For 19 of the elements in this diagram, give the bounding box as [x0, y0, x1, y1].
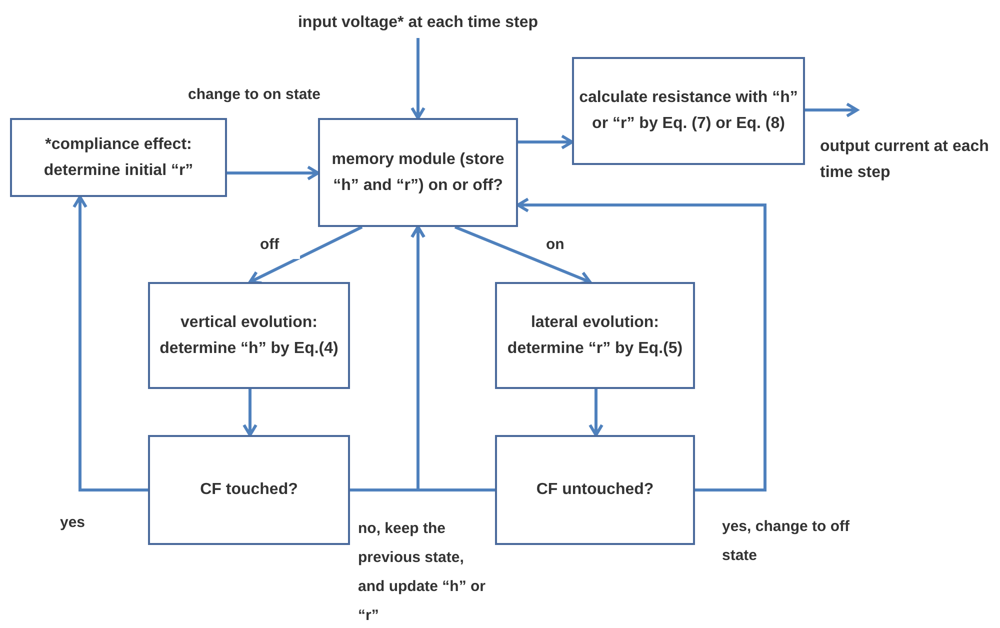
process-box: *compliance effect: determine initial “r” [10, 118, 227, 197]
input-label: input voltage* at each time step [240, 8, 596, 38]
process-box: lateral evolution: determine “r” by Eq.(5) [495, 282, 695, 389]
process-box: CF untouched? [495, 435, 695, 545]
process-box: calculate resistance with “h” or “r” by Eq. (7) or Eq. (8) [572, 57, 805, 165]
arrow [410, 38, 426, 120]
arrow [588, 389, 604, 436]
arrow [410, 226, 495, 492]
arrow [516, 198, 766, 492]
arrow [518, 134, 574, 150]
process-box: CF touched? [148, 435, 350, 545]
arrow [242, 389, 258, 436]
arrow [227, 166, 320, 180]
process-box: memory module (store “h” and “r”) on or off? [318, 118, 518, 227]
arrow [72, 196, 148, 492]
output-label: output current at each time step [820, 137, 990, 183]
process-box: vertical evolution: determine “h” by Eq.(4) [148, 282, 350, 389]
arrow [805, 102, 858, 118]
arrow [248, 226, 363, 284]
